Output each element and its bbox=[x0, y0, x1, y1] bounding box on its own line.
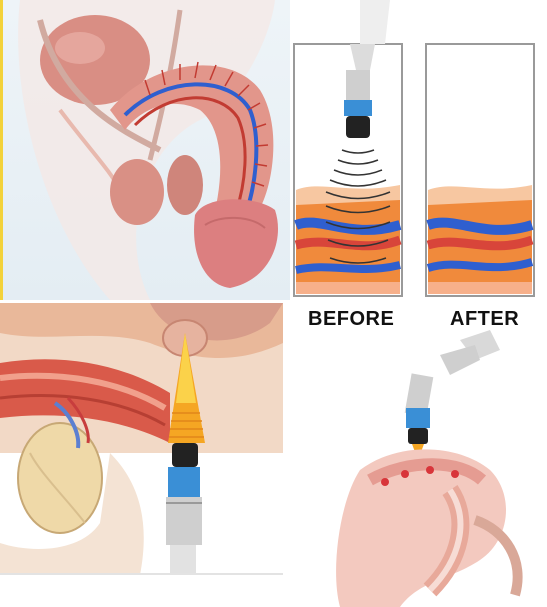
before-after-comparison bbox=[290, 0, 547, 350]
testicle-right bbox=[167, 155, 203, 215]
device-body bbox=[404, 373, 434, 417]
glans-shape bbox=[194, 199, 278, 288]
after-label: AFTER bbox=[450, 308, 520, 330]
anatomy-svg bbox=[18, 0, 278, 300]
device-blue-band-right bbox=[406, 408, 430, 428]
testicle-section bbox=[17, 422, 103, 534]
before-after-svg bbox=[293, 0, 535, 297]
edge-marker bbox=[0, 0, 3, 300]
treatment-illustration bbox=[300, 320, 547, 607]
shaft-section bbox=[0, 359, 170, 443]
device-head bbox=[172, 443, 198, 467]
before-label: BEFORE bbox=[308, 308, 395, 330]
panel-divider bbox=[0, 573, 283, 575]
cross-section-illustration bbox=[0, 303, 283, 575]
anatomy-body bbox=[336, 449, 507, 607]
testicle-left bbox=[110, 159, 164, 225]
treatment-svg bbox=[336, 330, 523, 607]
device-blue-band bbox=[168, 467, 200, 497]
anatomy-illustration-top bbox=[0, 0, 290, 300]
cross-section-svg bbox=[0, 303, 283, 575]
shaft-shape bbox=[110, 65, 274, 230]
shockwave-lines bbox=[325, 149, 391, 264]
